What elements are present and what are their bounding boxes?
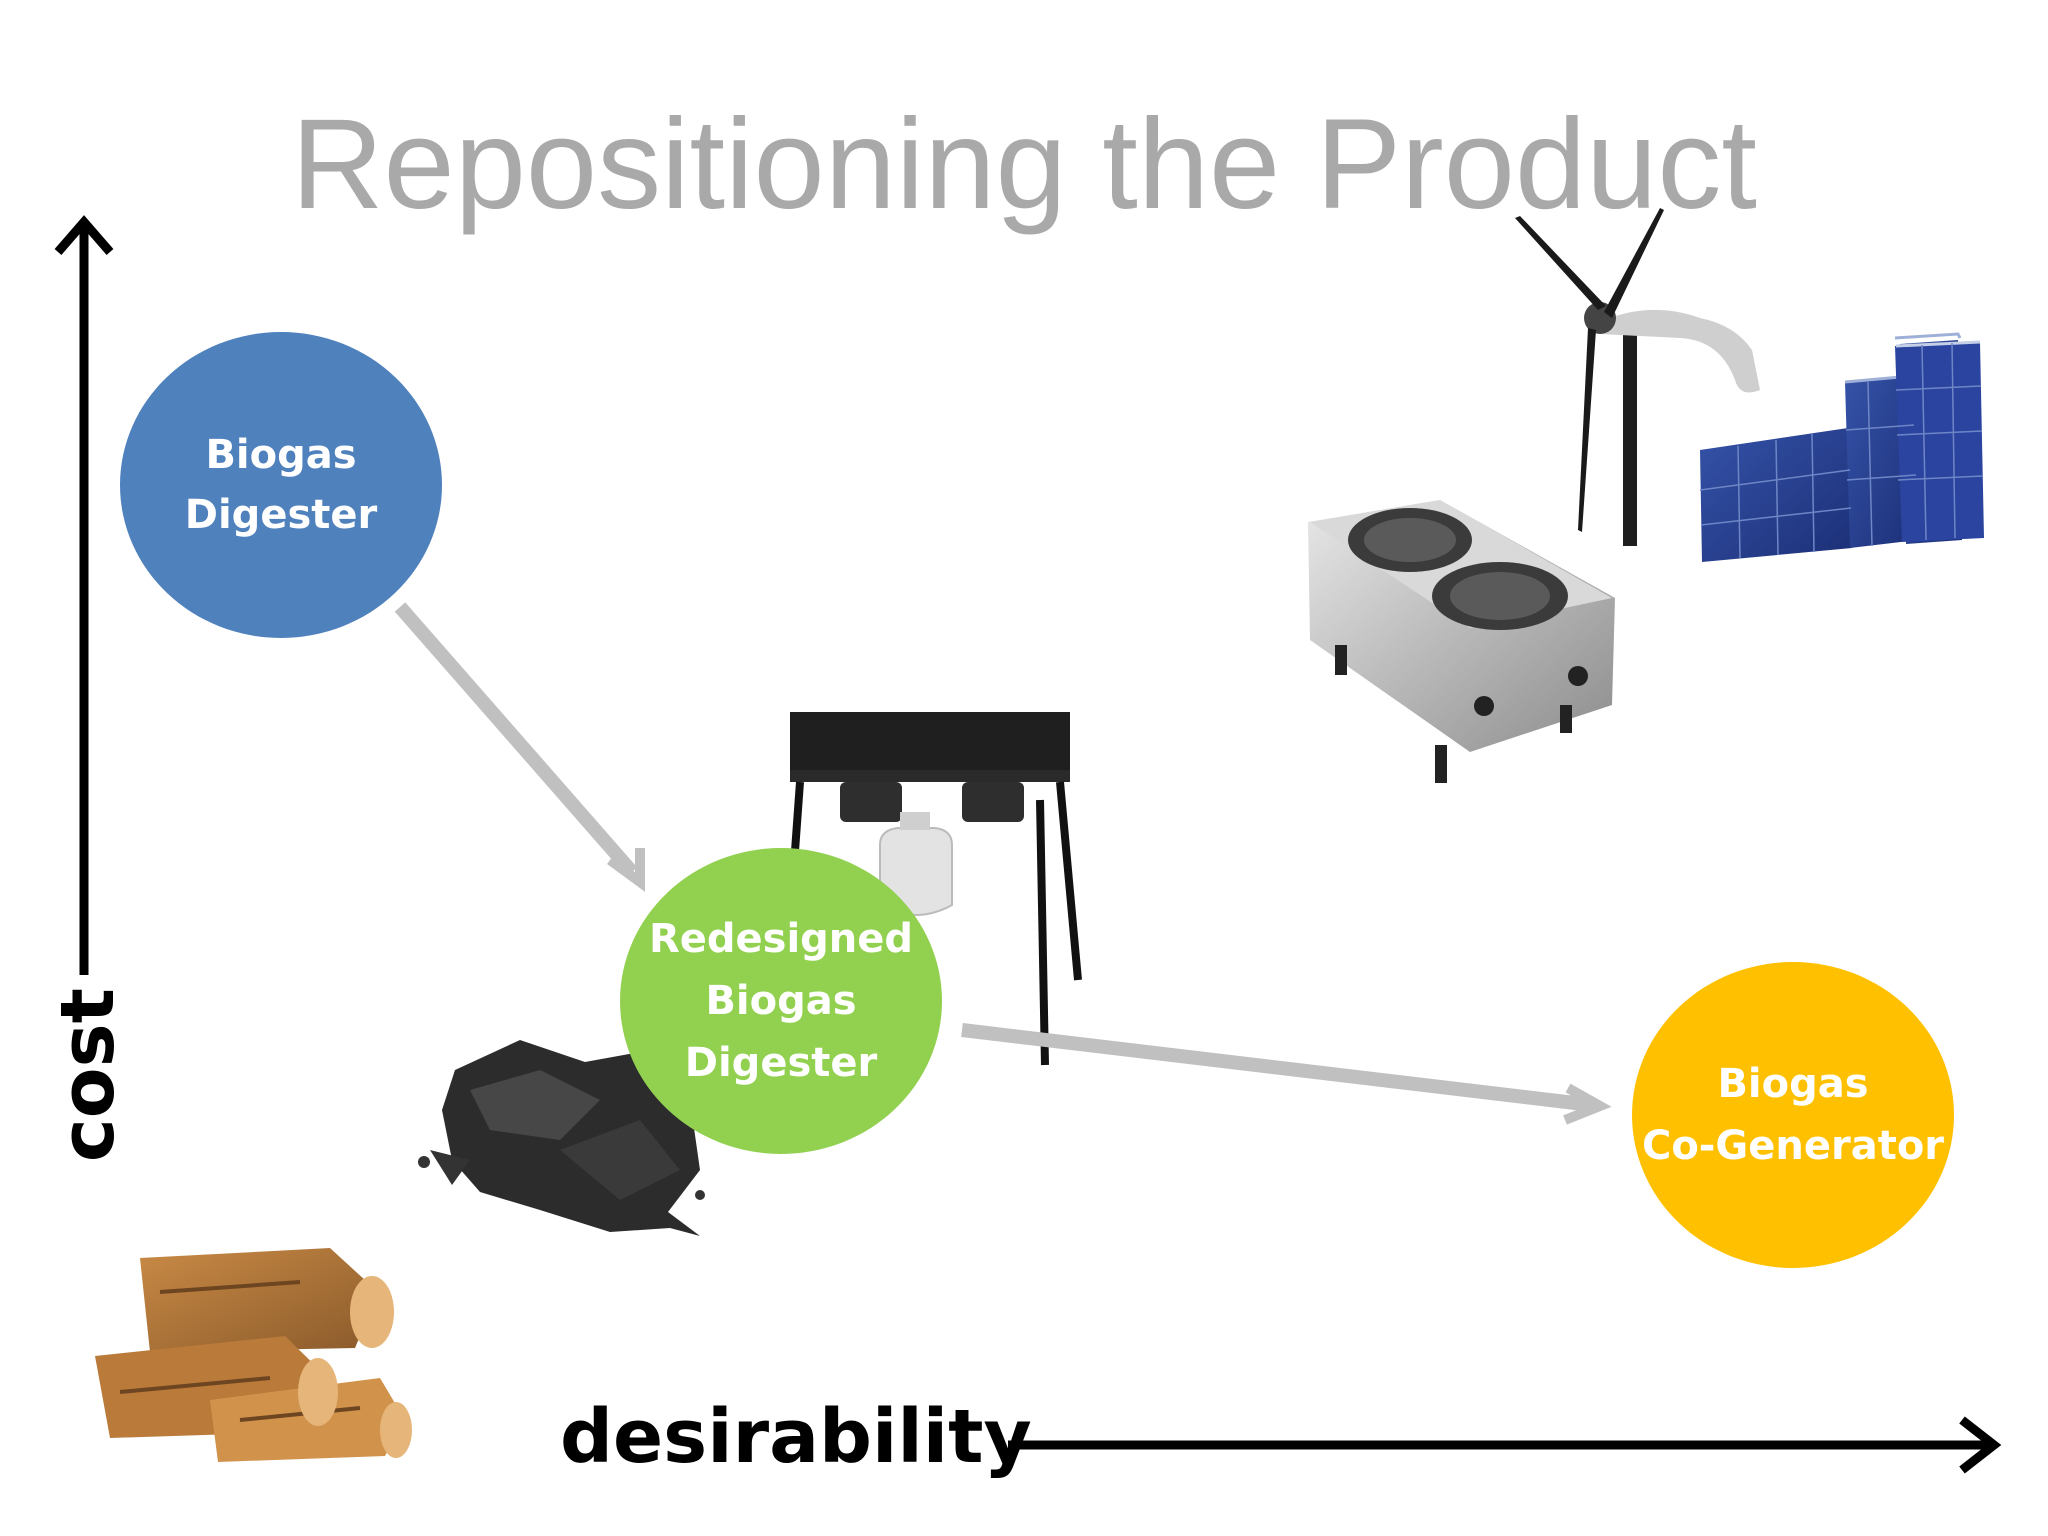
biogas-co-generator-label: Biogas Co-Generator [1641, 1061, 1945, 1169]
solar-panels-image [1699, 332, 1984, 562]
charcoal-image [418, 1040, 705, 1236]
firewood-logs-image [95, 1248, 412, 1462]
redesigned-biogas-digester-label: Redesigned Biogas Digester [648, 916, 914, 1086]
arrow-digester-to-redesigned [394, 602, 645, 892]
cost-axis [54, 215, 114, 975]
y-axis-label: cost [45, 987, 131, 1163]
wind-turbine-image [1515, 208, 1760, 546]
redesigned-biogas-digester-node[interactable]: Redesigned Biogas Digester [620, 848, 942, 1154]
electric-hot-plate-image [1308, 500, 1615, 783]
biogas-digester-label: Biogas Digester [184, 432, 378, 538]
desirability-axis [1008, 1416, 2002, 1474]
biogas-digester-node[interactable]: Biogas Digester [120, 332, 442, 638]
x-axis-label: desirability [560, 1394, 1032, 1480]
biogas-co-generator-node[interactable]: Biogas Co-Generator [1632, 962, 1954, 1268]
arrow-redesigned-to-cogenerator [961, 1023, 1612, 1125]
